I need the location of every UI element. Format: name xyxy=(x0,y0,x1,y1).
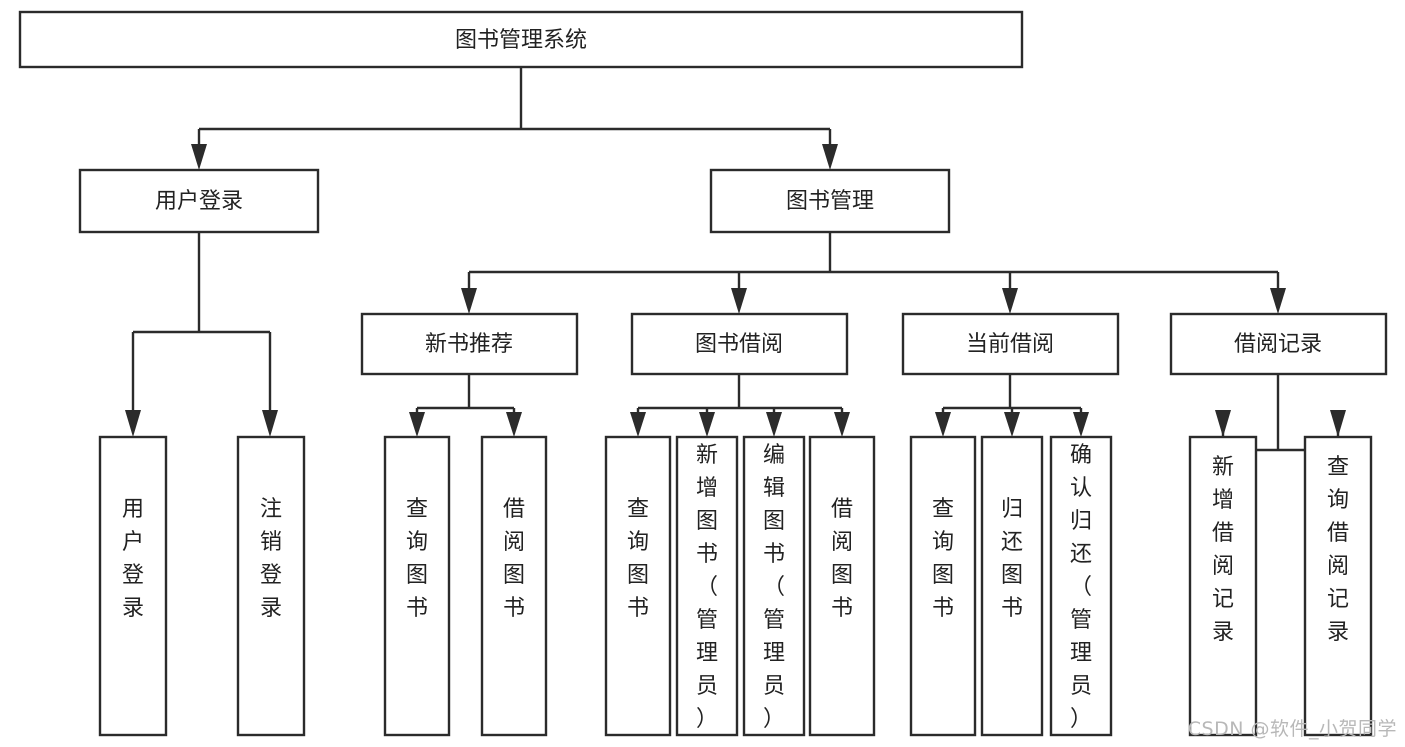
node-borrow-record-box[interactable] xyxy=(1169,312,1388,376)
node-leaf-query-book-3-label: 查询图书 xyxy=(932,497,954,621)
node-borrow-record[interactable]: 借阅记录 xyxy=(1169,312,1388,376)
node-leaf-edit-book[interactable]: 编辑图书（管理员） xyxy=(742,435,806,737)
arrow-head-leaf-user-logout xyxy=(262,410,278,437)
node-leaf-query-record-box[interactable] xyxy=(1303,435,1373,737)
node-leaf-query-record-label: 查询借阅记录 xyxy=(1327,455,1349,645)
node-leaf-return-book[interactable]: 归还图书 xyxy=(980,435,1044,737)
arrow-head-new-book-recommend xyxy=(461,288,477,314)
node-root[interactable]: 图书管理系统 xyxy=(18,10,1024,69)
node-new-book-recommend-box[interactable] xyxy=(360,312,579,376)
arrow-head-leaf-edit-book xyxy=(766,412,782,437)
node-leaf-add-book-label: 新增图书（管理员） xyxy=(696,443,718,732)
node-leaf-borrow-book-2-box[interactable] xyxy=(808,435,876,737)
node-leaf-borrow-book-1-box[interactable] xyxy=(480,435,548,737)
node-leaf-user-login-box[interactable] xyxy=(98,435,168,737)
node-leaf-borrow-book-2-label: 借阅图书 xyxy=(831,497,853,621)
node-leaf-add-record-label: 新增借阅记录 xyxy=(1212,455,1234,645)
node-leaf-confirm-return-box[interactable] xyxy=(1049,435,1113,737)
node-leaf-add-record-box[interactable] xyxy=(1188,435,1258,737)
node-leaf-query-book-1-box[interactable] xyxy=(383,435,451,737)
arrow-head-leaf-borrow-book-1 xyxy=(506,412,522,437)
node-leaf-user-login[interactable]: 用户登录 xyxy=(98,435,168,737)
connector-group-current-borrow xyxy=(935,374,1089,437)
arrow-head-leaf-query-book-1 xyxy=(409,412,425,437)
node-leaf-user-logout-label: 注销登录 xyxy=(260,497,282,621)
arrow-head-current-borrow xyxy=(1002,288,1018,314)
node-leaf-query-record[interactable]: 查询借阅记录 xyxy=(1303,435,1373,737)
node-user-login-box[interactable] xyxy=(78,168,320,234)
node-book-borrow-box[interactable] xyxy=(630,312,849,376)
node-leaf-user-login-label: 用户登录 xyxy=(122,497,144,621)
node-book-borrow-label: 图书借阅 xyxy=(695,332,783,357)
node-root-label: 图书管理系统 xyxy=(455,28,587,53)
node-book-borrow[interactable]: 图书借阅 xyxy=(630,312,849,376)
node-leaf-borrow-book-1-label: 借阅图书 xyxy=(503,497,525,621)
node-leaf-return-book-label: 归还图书 xyxy=(1001,497,1023,621)
arrow-head-leaf-return-book xyxy=(1004,412,1020,437)
node-leaf-query-book-1-label: 查询图书 xyxy=(406,497,428,621)
node-leaf-query-book-2-box[interactable] xyxy=(604,435,672,737)
arrow-head-leaf-query-record xyxy=(1330,410,1346,437)
node-leaf-query-book-2[interactable]: 查询图书 xyxy=(604,435,672,737)
arrow-head-leaf-add-book xyxy=(699,412,715,437)
arrow-head-leaf-user-login xyxy=(125,410,141,437)
node-root-box[interactable] xyxy=(18,10,1024,69)
node-leaf-return-book-box[interactable] xyxy=(980,435,1044,737)
node-new-book-recommend-label: 新书推荐 xyxy=(425,332,513,357)
arrow-head-leaf-borrow-book-2 xyxy=(834,412,850,437)
node-leaf-edit-book-box[interactable] xyxy=(742,435,806,737)
node-leaf-add-book-box[interactable] xyxy=(675,435,739,737)
node-current-borrow-label: 当前借阅 xyxy=(966,332,1054,357)
node-leaf-query-book-2-label: 查询图书 xyxy=(627,497,649,621)
connector-group-user-login xyxy=(125,232,278,437)
arrow-head-book-management xyxy=(822,144,838,170)
csdn-watermark: CSDN @软件_小贺同学 xyxy=(1187,718,1397,740)
arrow-head-leaf-query-book-2 xyxy=(630,412,646,437)
node-leaf-borrow-book-2[interactable]: 借阅图书 xyxy=(808,435,876,737)
arrow-head-book-borrow xyxy=(731,288,747,314)
arrow-head-leaf-confirm-return xyxy=(1073,412,1089,437)
node-leaf-confirm-return-label: 确认归还（管理员） xyxy=(1070,443,1092,732)
node-leaf-query-book-3-box[interactable] xyxy=(909,435,977,737)
node-user-login[interactable]: 用户登录 xyxy=(78,168,320,234)
node-leaf-query-book-3[interactable]: 查询图书 xyxy=(909,435,977,737)
connector-group-book-management xyxy=(461,232,1286,314)
node-book-management[interactable]: 图书管理 xyxy=(709,168,951,234)
node-book-management-label: 图书管理 xyxy=(786,189,874,214)
node-leaf-add-record[interactable]: 新增借阅记录 xyxy=(1188,435,1258,737)
connector-group-book-borrow xyxy=(630,374,850,437)
node-leaf-confirm-return[interactable]: 确认归还（管理员） xyxy=(1049,435,1113,737)
node-current-borrow[interactable]: 当前借阅 xyxy=(901,312,1120,376)
node-leaf-edit-book-label: 编辑图书（管理员） xyxy=(763,443,785,732)
node-leaf-borrow-book-1[interactable]: 借阅图书 xyxy=(480,435,548,737)
node-leaf-query-book-1[interactable]: 查询图书 xyxy=(383,435,451,737)
node-book-management-box[interactable] xyxy=(709,168,951,234)
arrow-head-leaf-add-record xyxy=(1215,410,1231,437)
arrow-head-borrow-record xyxy=(1270,288,1286,314)
node-user-login-label: 用户登录 xyxy=(155,189,243,214)
arrow-head-leaf-query-book-3 xyxy=(935,412,951,437)
node-leaf-user-logout[interactable]: 注销登录 xyxy=(236,435,306,737)
arrow-head-user-login xyxy=(191,144,207,170)
connector-group-new-book-recommend xyxy=(409,374,522,437)
node-leaf-user-logout-box[interactable] xyxy=(236,435,306,737)
node-new-book-recommend[interactable]: 新书推荐 xyxy=(360,312,579,376)
node-current-borrow-box[interactable] xyxy=(901,312,1120,376)
connector-group-root xyxy=(191,67,838,170)
node-borrow-record-label: 借阅记录 xyxy=(1234,332,1322,357)
node-leaf-add-book[interactable]: 新增图书（管理员） xyxy=(675,435,739,737)
